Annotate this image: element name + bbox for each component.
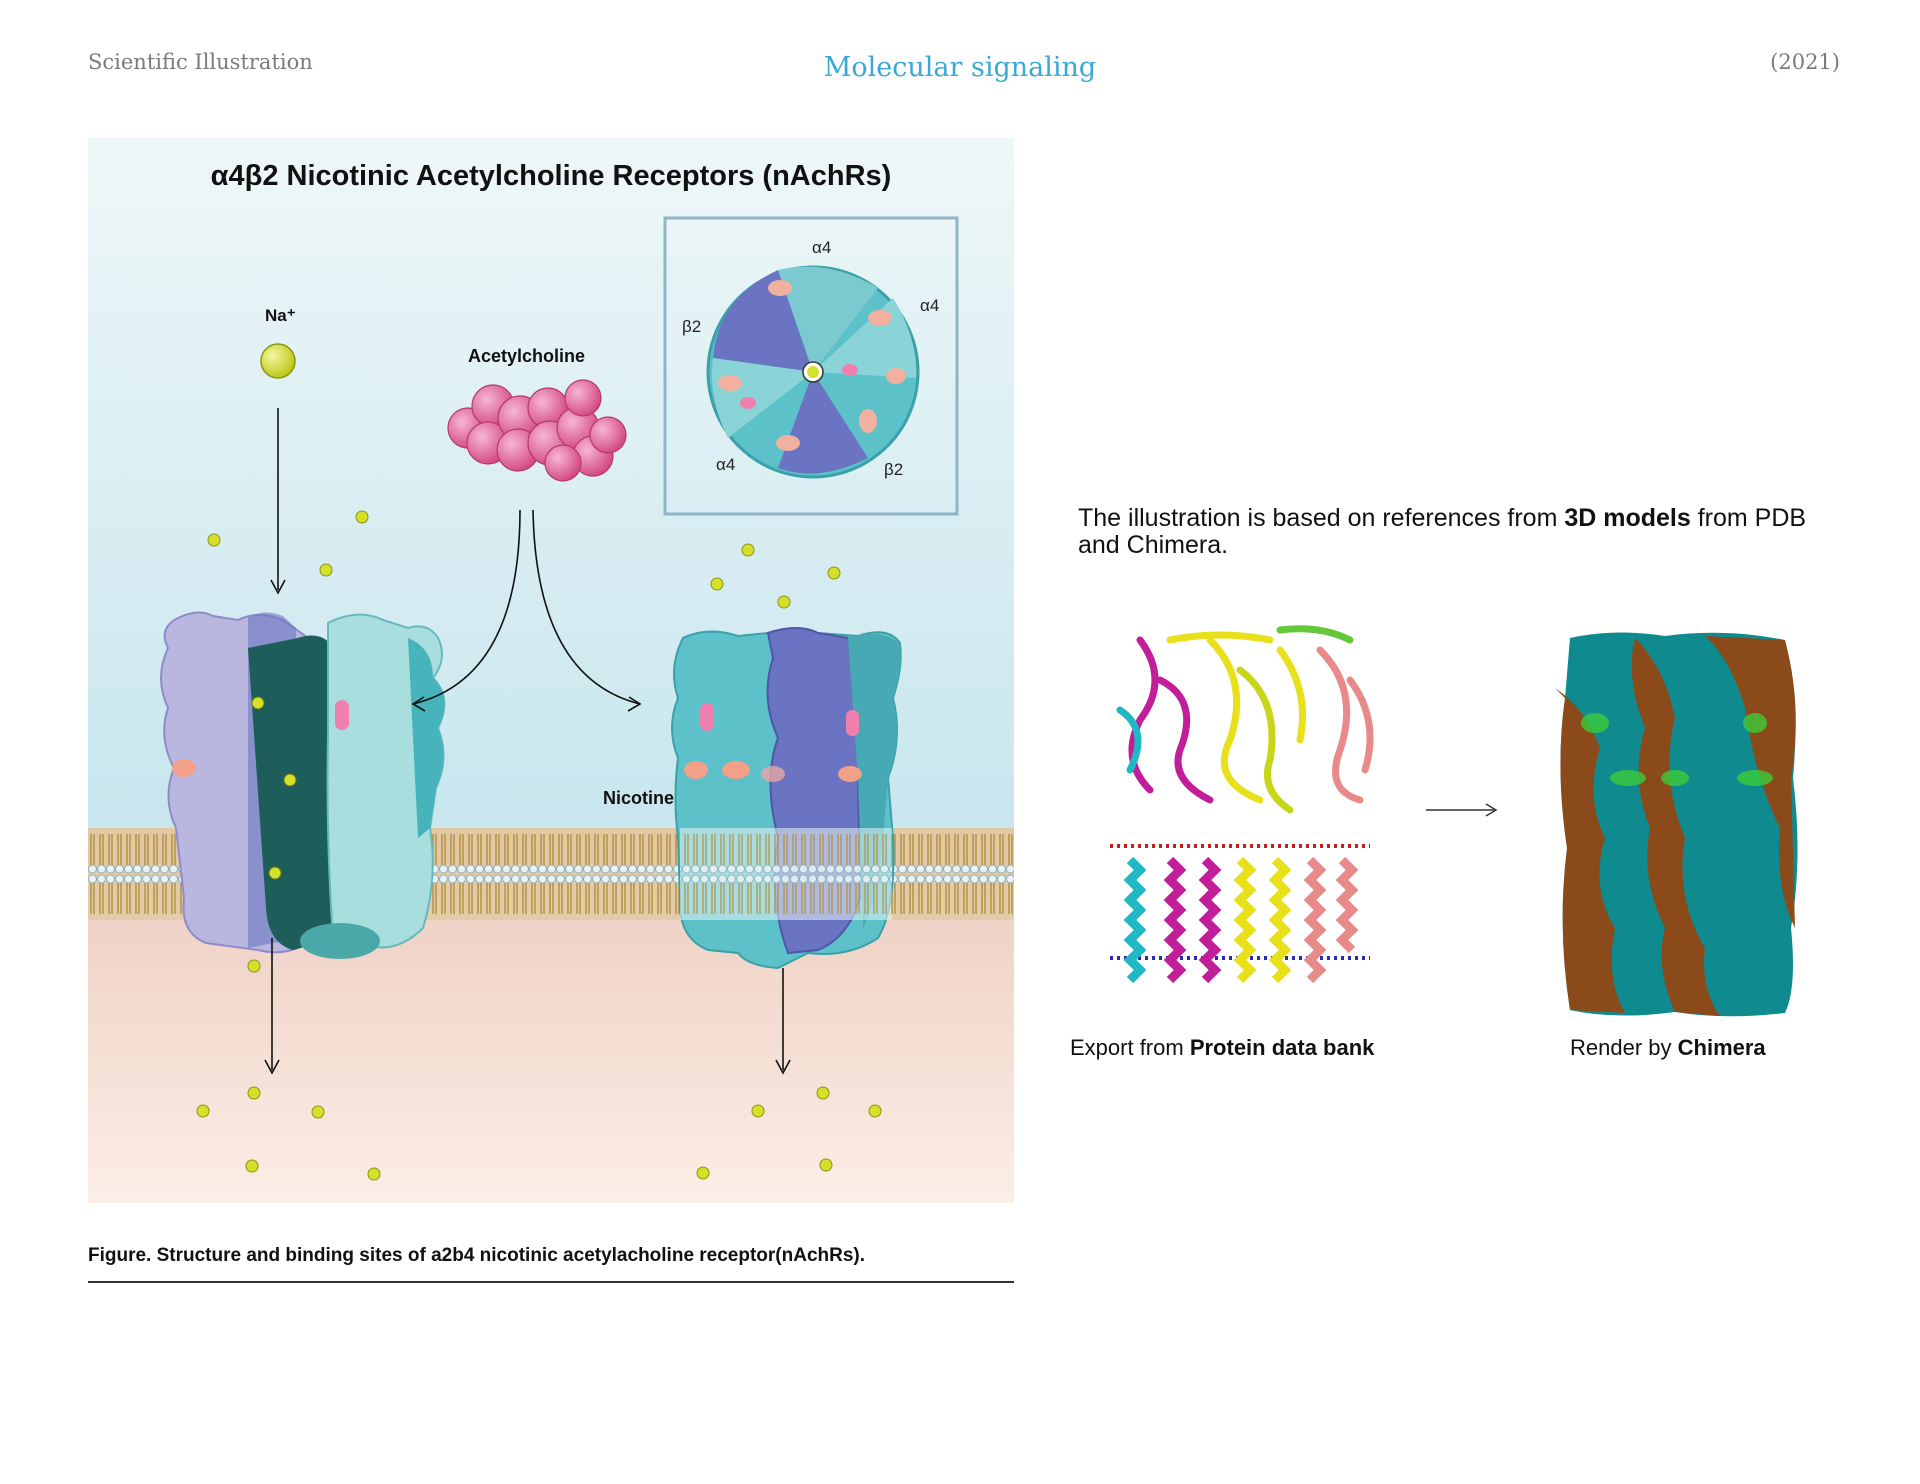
reference-description: The illustration is based on references … — [1078, 505, 1838, 559]
binding-site-closed-left — [700, 703, 714, 731]
sodium-ion — [820, 1159, 832, 1171]
sodium-ion — [869, 1105, 881, 1117]
nicotine-label: Nicotine — [603, 788, 674, 809]
pdb-ribbon-model — [1110, 620, 1410, 1020]
acetylcholine-label: Acetylcholine — [468, 346, 585, 367]
top-view-receptor — [708, 267, 918, 477]
sodium-ion — [356, 511, 368, 523]
sodium-ion — [252, 697, 264, 709]
open-receptor — [161, 612, 444, 959]
chimera-surface-render — [1555, 628, 1805, 1018]
header-year: (2021) — [1770, 50, 1840, 74]
lipid-overlay-closed — [680, 828, 892, 920]
nicotine-molecule-2 — [722, 761, 750, 779]
sodium-ion-large — [261, 344, 295, 378]
sodium-ion — [248, 1087, 260, 1099]
sodium-ion — [752, 1105, 764, 1117]
pdb-caption: Export from Protein data bank — [1070, 1035, 1374, 1061]
reference-text-bold: 3D models — [1564, 504, 1690, 532]
reference-text-prefix: The illustration is based on references … — [1078, 504, 1564, 532]
sodium-ion — [817, 1087, 829, 1099]
subunit-label-top: α4 — [812, 238, 831, 258]
closed-receptor — [672, 628, 901, 968]
subunit-label-left: β2 — [682, 317, 701, 337]
subunit-label-bottom-right: β2 — [884, 460, 903, 480]
pore-exit — [300, 923, 380, 959]
sodium-ion — [828, 567, 840, 579]
nicotine-molecule-4 — [838, 766, 862, 782]
receptor-figure: α4β2 Nicotinic Acetylcholine Receptors (… — [88, 138, 1014, 1203]
chimera-caption: Render by Chimera — [1570, 1035, 1766, 1061]
sodium-ion — [269, 867, 281, 879]
subunit-label-bottom-left: α4 — [716, 455, 735, 475]
sodium-ion — [320, 564, 332, 576]
pdb-caption-prefix: Export from — [1070, 1035, 1190, 1060]
subunit-label-right: α4 — [920, 296, 939, 316]
sodium-ion — [697, 1167, 709, 1179]
sodium-ion — [368, 1168, 380, 1180]
sodium-ion — [284, 774, 296, 786]
sodium-ion — [208, 534, 220, 546]
sodium-ion — [248, 960, 260, 972]
nicotine-molecule-1 — [684, 761, 708, 779]
sodium-ion — [246, 1160, 258, 1172]
chimera-caption-prefix: Render by — [1570, 1035, 1678, 1060]
sodium-ion — [197, 1105, 209, 1117]
sodium-ion — [742, 544, 754, 556]
sodium-ion — [312, 1106, 324, 1118]
binding-site-open — [335, 700, 349, 730]
caption-divider — [88, 1281, 1014, 1283]
render-arrow — [1424, 800, 1500, 820]
nicotine-molecule-3 — [761, 766, 785, 782]
sodium-label: Na⁺ — [265, 306, 296, 326]
binding-site-left — [172, 759, 196, 777]
sodium-ion — [711, 578, 723, 590]
figure-title: α4β2 Nicotinic Acetylcholine Receptors (… — [88, 160, 1014, 193]
receptor-diagram-canvas — [88, 138, 1014, 1203]
header-title: Molecular signaling — [0, 52, 1920, 83]
binding-site-closed-right — [846, 710, 859, 736]
sodium-ion — [778, 596, 790, 608]
figure-caption: Figure. Structure and binding sites of a… — [88, 1245, 865, 1267]
chimera-caption-bold: Chimera — [1678, 1035, 1766, 1060]
pdb-caption-bold: Protein data bank — [1190, 1035, 1375, 1060]
